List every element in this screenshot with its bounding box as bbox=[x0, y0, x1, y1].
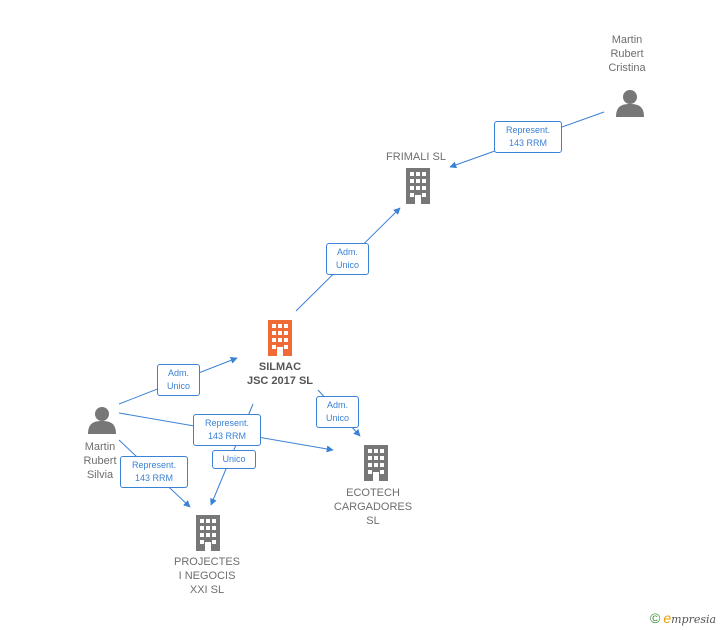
edge-label-line2: Unico bbox=[166, 381, 190, 391]
edge-label-silmac-frimali[interactable]: Adm. Unico bbox=[326, 243, 369, 275]
edge-label-line1: Adm. bbox=[167, 368, 189, 378]
person-icon[interactable] bbox=[614, 88, 646, 118]
building-icon[interactable] bbox=[264, 320, 296, 356]
edge-label-line1: Represent. bbox=[131, 460, 177, 470]
edge-label-line1: Represent. bbox=[505, 125, 551, 135]
edge-label-line2: Unico bbox=[335, 260, 359, 270]
edge-label-line2: 143 RRM bbox=[134, 473, 173, 483]
brand-name: mpresia bbox=[671, 613, 717, 626]
node-label-martin-rubert-cristina: Martin Rubert Cristina bbox=[608, 34, 646, 74]
node-label-martin-rubert-silvia: Martin Rubert Silvia bbox=[83, 441, 117, 481]
brand-footer: ©empresia bbox=[650, 610, 716, 626]
node-label-frimali-sl: FRIMALI SL bbox=[386, 151, 446, 163]
building-icon[interactable] bbox=[192, 515, 224, 551]
edge-label-silvia-silmac[interactable]: Adm. Unico bbox=[157, 364, 200, 396]
edge-label-line1: Adm. bbox=[326, 400, 348, 410]
copyright-symbol: © bbox=[650, 610, 661, 626]
building-icon[interactable] bbox=[360, 445, 392, 481]
edge-label-silmac-projectes[interactable]: Unico bbox=[212, 450, 256, 469]
node-label-projectes-i-negocis-xxi-sl: PROJECTES I NEGOCIS XXI SL bbox=[173, 556, 240, 596]
edge-label-silvia-ecotech[interactable]: Represent. 143 RRM bbox=[193, 414, 261, 446]
node-label-ecotech-cargadores-sl: ECOTECH CARGADORES SL bbox=[333, 487, 413, 527]
building-icon[interactable] bbox=[402, 168, 434, 204]
edge-label-line2: 143 RRM bbox=[508, 138, 547, 148]
edge-label-line1: Unico bbox=[222, 454, 246, 464]
edge-label-cristina-frimali[interactable]: Represent. 143 RRM bbox=[494, 121, 562, 153]
edge-label-line1: Adm. bbox=[336, 247, 358, 257]
node-label-silmac-jsc-2017-sl: SILMAC JSC 2017 SL bbox=[246, 361, 314, 387]
edge-label-line2: Unico bbox=[325, 413, 349, 423]
brand-initial: e bbox=[663, 610, 672, 626]
edge-label-silmac-ecotech[interactable]: Adm. Unico bbox=[316, 396, 359, 428]
person-icon[interactable] bbox=[86, 405, 118, 435]
edge-label-silvia-projectes[interactable]: Represent. 143 RRM bbox=[120, 456, 188, 488]
edge-label-line2: 143 RRM bbox=[207, 431, 246, 441]
edge-label-line1: Represent. bbox=[204, 418, 250, 428]
